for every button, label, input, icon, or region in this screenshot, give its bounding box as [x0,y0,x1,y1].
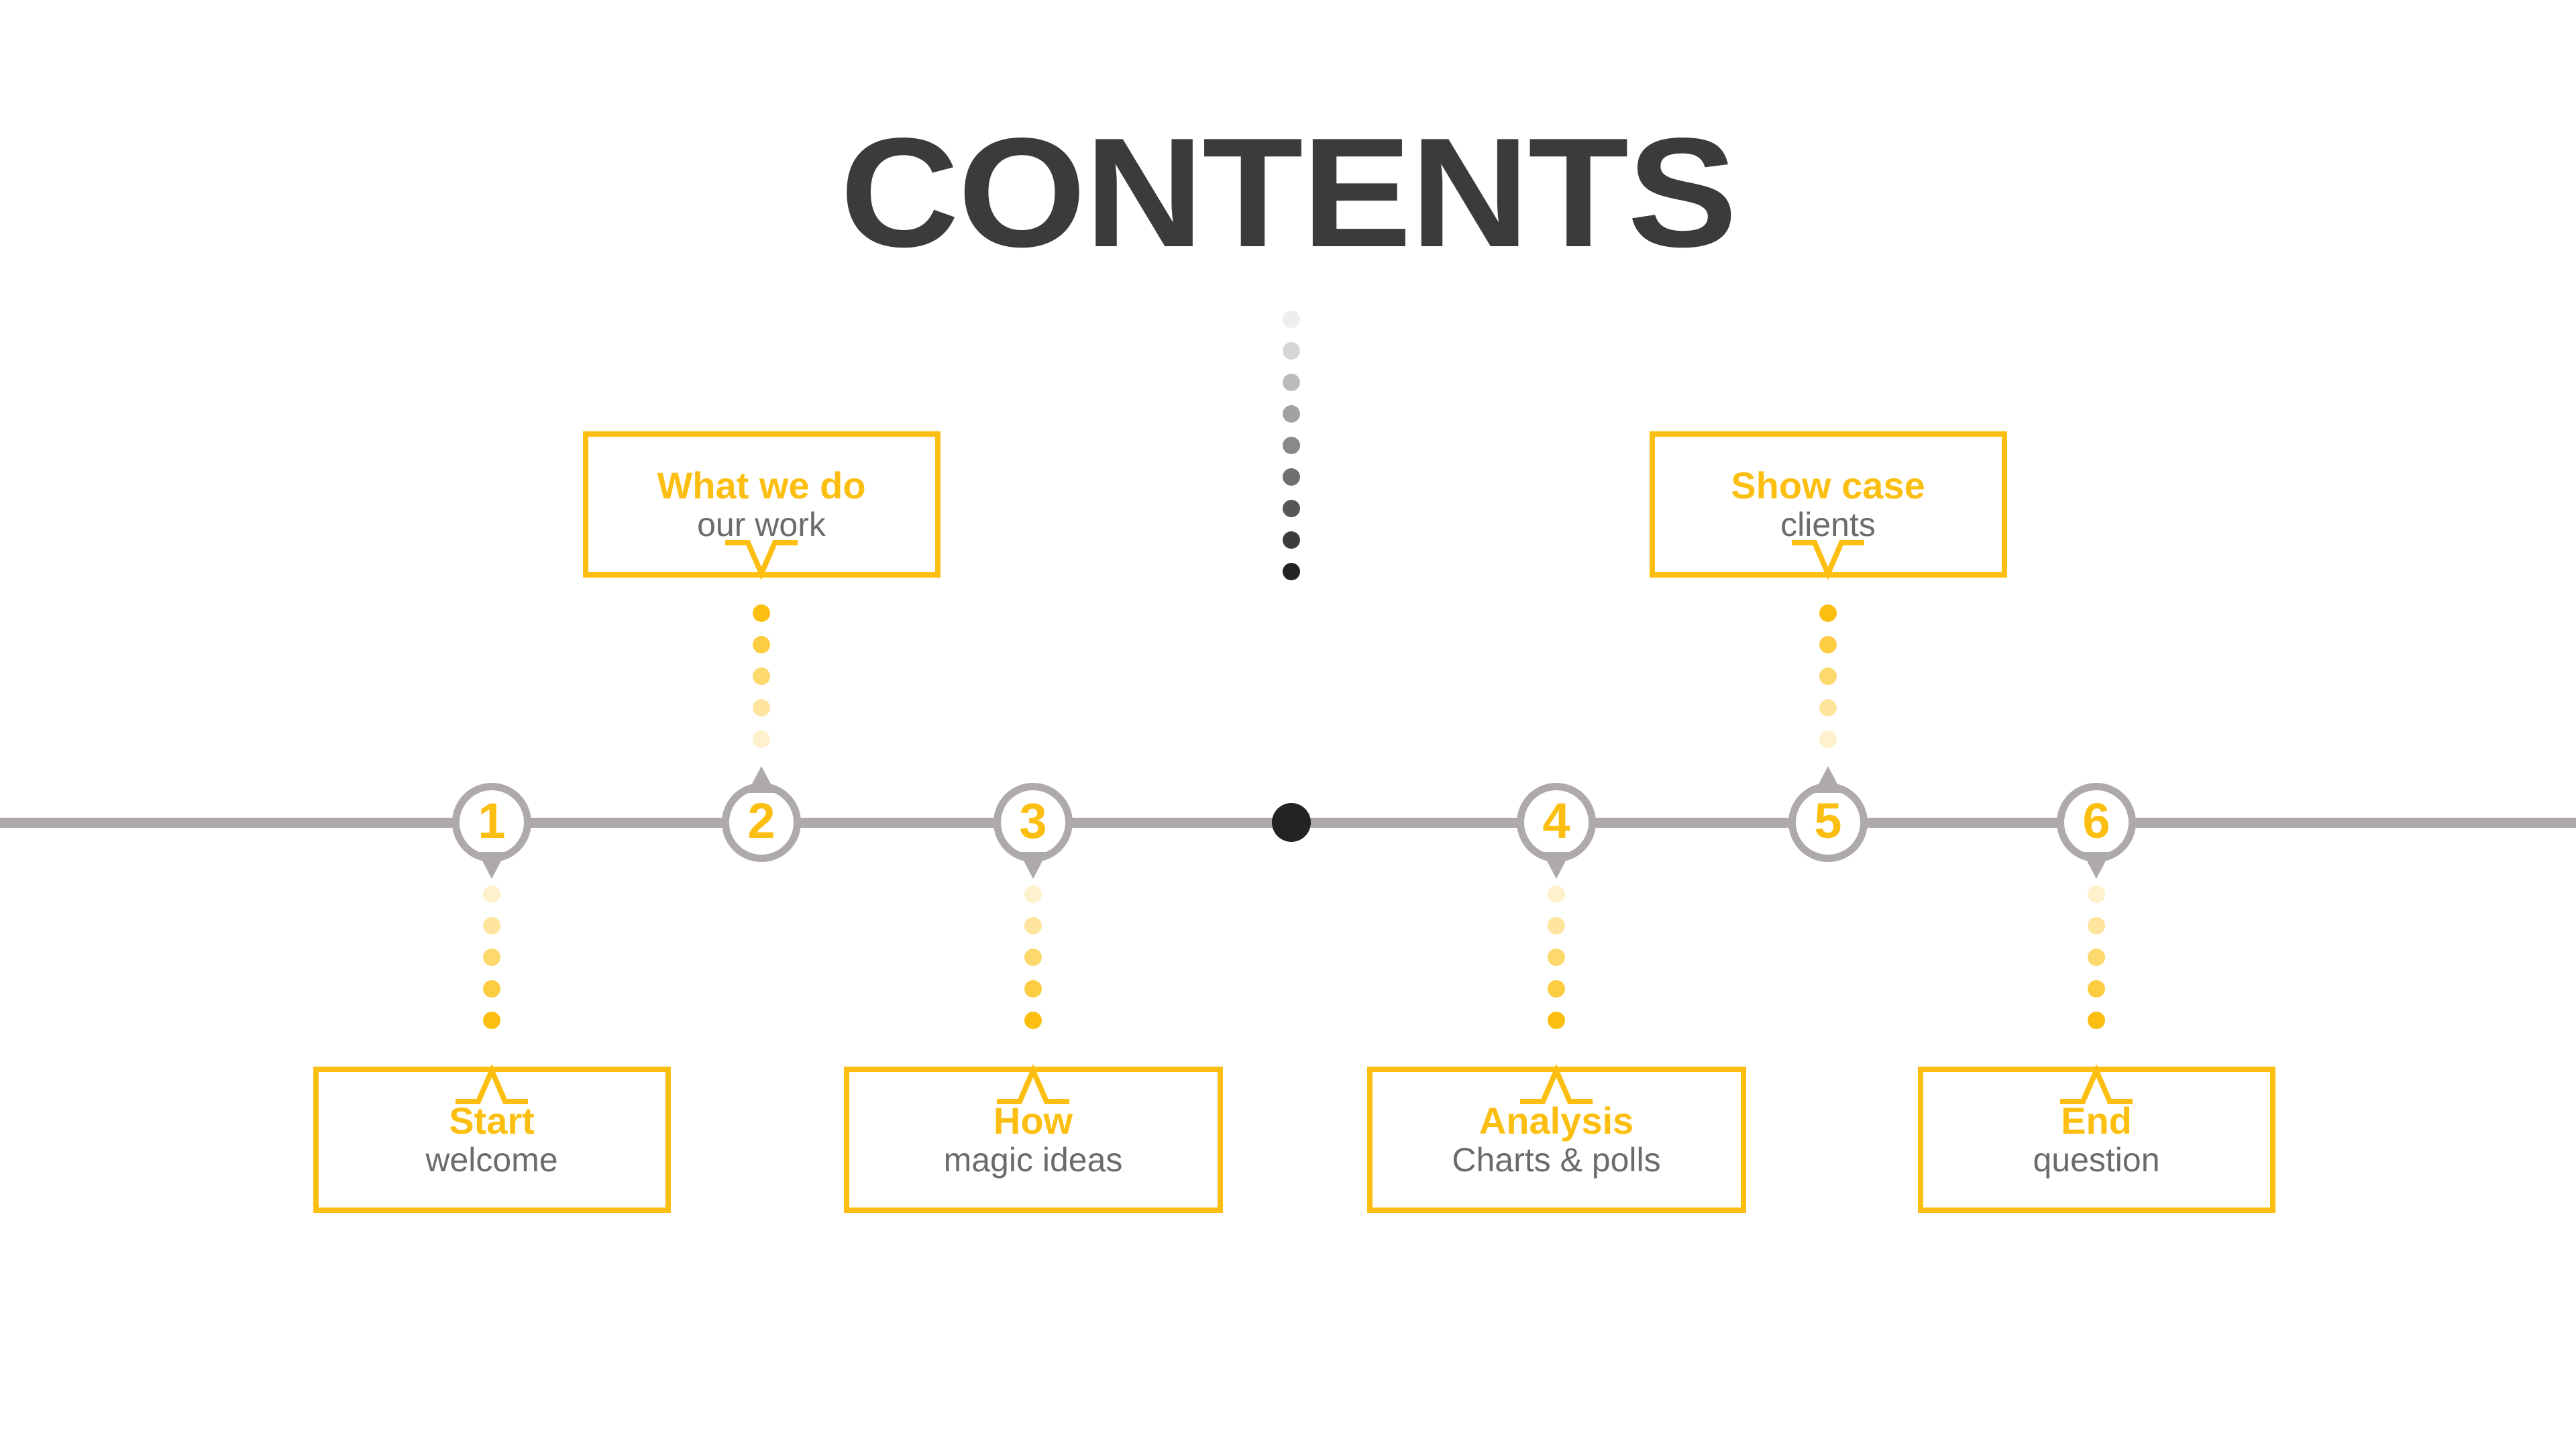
connector-dot [753,667,770,685]
callout-subtitle: magic ideas [943,1140,1123,1179]
connector-dot [1024,917,1042,934]
connector-dot [1819,604,1837,622]
callout-title: What we do [657,464,866,507]
timeline-node-4[interactable]: 4 [1517,783,1596,862]
node-pointer-down [1019,852,1047,879]
center-dot [1283,563,1300,580]
connector-dot [483,949,500,966]
connector-dot [483,885,500,903]
timeline-node-6[interactable]: 6 [2057,783,2136,862]
center-dotted-connector [1283,311,1300,580]
center-dot [1283,437,1300,454]
connector-dot [1548,949,1565,966]
callout-dotted-connector [1024,885,1042,1029]
timeline-node-number: 1 [478,793,506,849]
connector-dot [1819,667,1837,685]
node-pointer-down [478,852,506,879]
connector-dot [753,604,770,622]
center-dot [1283,405,1300,423]
connector-dot [1024,1012,1042,1029]
connector-dot [2088,917,2105,934]
callout-subtitle: Charts & polls [1452,1140,1661,1179]
timeline-node-3[interactable]: 3 [994,783,1073,862]
connector-dot [483,1012,500,1029]
connector-dot [1548,917,1565,934]
timeline-node-2[interactable]: 2 [722,783,801,862]
center-dot [1283,468,1300,486]
connector-dot [1548,980,1565,998]
callout-title: End [2061,1099,2132,1142]
callout-dotted-connector [753,604,770,748]
callout-title: How [993,1099,1073,1142]
center-dot [1283,311,1300,328]
connector-dot [1548,885,1565,903]
callout-subtitle: question [2033,1140,2160,1179]
callout-notch-down [1792,540,1864,581]
timeline-node-number: 6 [2082,793,2110,849]
callout-dotted-connector [1819,604,1837,748]
callout-dotted-connector [483,885,500,1029]
callout-notch-down [725,540,798,581]
center-dot [1283,500,1300,517]
node-pointer-up [747,766,775,793]
node-pointer-up [1814,766,1842,793]
timeline-node-number: 2 [747,793,775,849]
timeline-node-number: 5 [1814,793,1842,849]
callout-notch-up [455,1063,528,1104]
callout-notch-up [1520,1063,1593,1104]
connector-dot [1024,885,1042,903]
connector-dot [753,731,770,748]
connector-dot [2088,949,2105,966]
connector-dot [2088,885,2105,903]
timeline-node-number: 3 [1019,793,1047,849]
callout-subtitle: clients [1780,505,1876,543]
connector-dot [1548,1012,1565,1029]
callout-dotted-connector [1548,885,1565,1029]
connector-dot [1819,636,1837,653]
callout-title: Start [449,1099,535,1142]
page-title: CONTENTS [840,106,1737,280]
connector-dot [1819,731,1837,748]
center-dot [1283,342,1300,360]
timeline-accent-dot [1272,803,1311,842]
callout-notch-up [2060,1063,2133,1104]
connector-dot [753,699,770,716]
timeline-node-number: 4 [1542,793,1570,849]
node-pointer-down [1542,852,1570,879]
connector-dot [483,917,500,934]
connector-dot [2088,980,2105,998]
callout-notch-up [997,1063,1069,1104]
callout-title: Show case [1731,464,1925,507]
connector-dot [1024,980,1042,998]
callout-subtitle: our work [697,505,826,543]
node-pointer-down [2082,852,2110,879]
connector-dot [753,636,770,653]
center-dot [1283,531,1300,549]
connector-dot [483,980,500,998]
callout-title: Analysis [1479,1099,1634,1142]
timeline-node-1[interactable]: 1 [452,783,531,862]
timeline-node-5[interactable]: 5 [1788,783,1868,862]
connector-dot [1024,949,1042,966]
connector-dot [2088,1012,2105,1029]
center-dot [1283,374,1300,391]
connector-dot [1819,699,1837,716]
callout-subtitle: welcome [425,1140,558,1179]
callout-dotted-connector [2088,885,2105,1029]
